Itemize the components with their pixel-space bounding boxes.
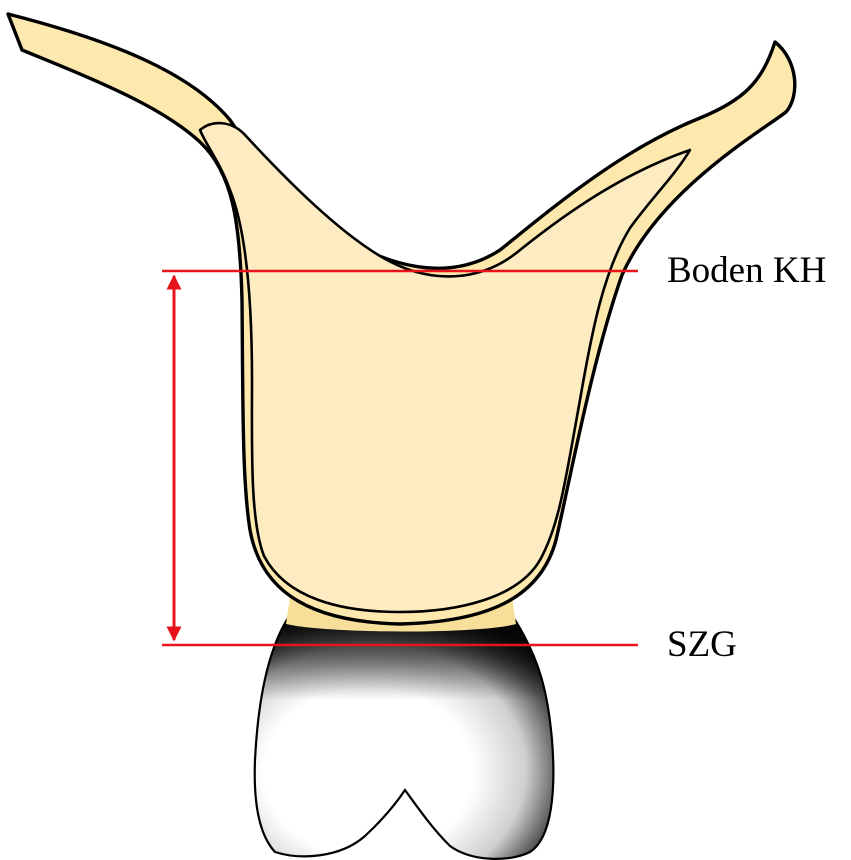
- sinus-cavity: [200, 123, 690, 612]
- label-boden-kh: Boden KH: [667, 250, 826, 291]
- tooth: [255, 618, 554, 859]
- label-szg: SZG: [667, 624, 737, 665]
- tooth-top-shade: [255, 618, 554, 859]
